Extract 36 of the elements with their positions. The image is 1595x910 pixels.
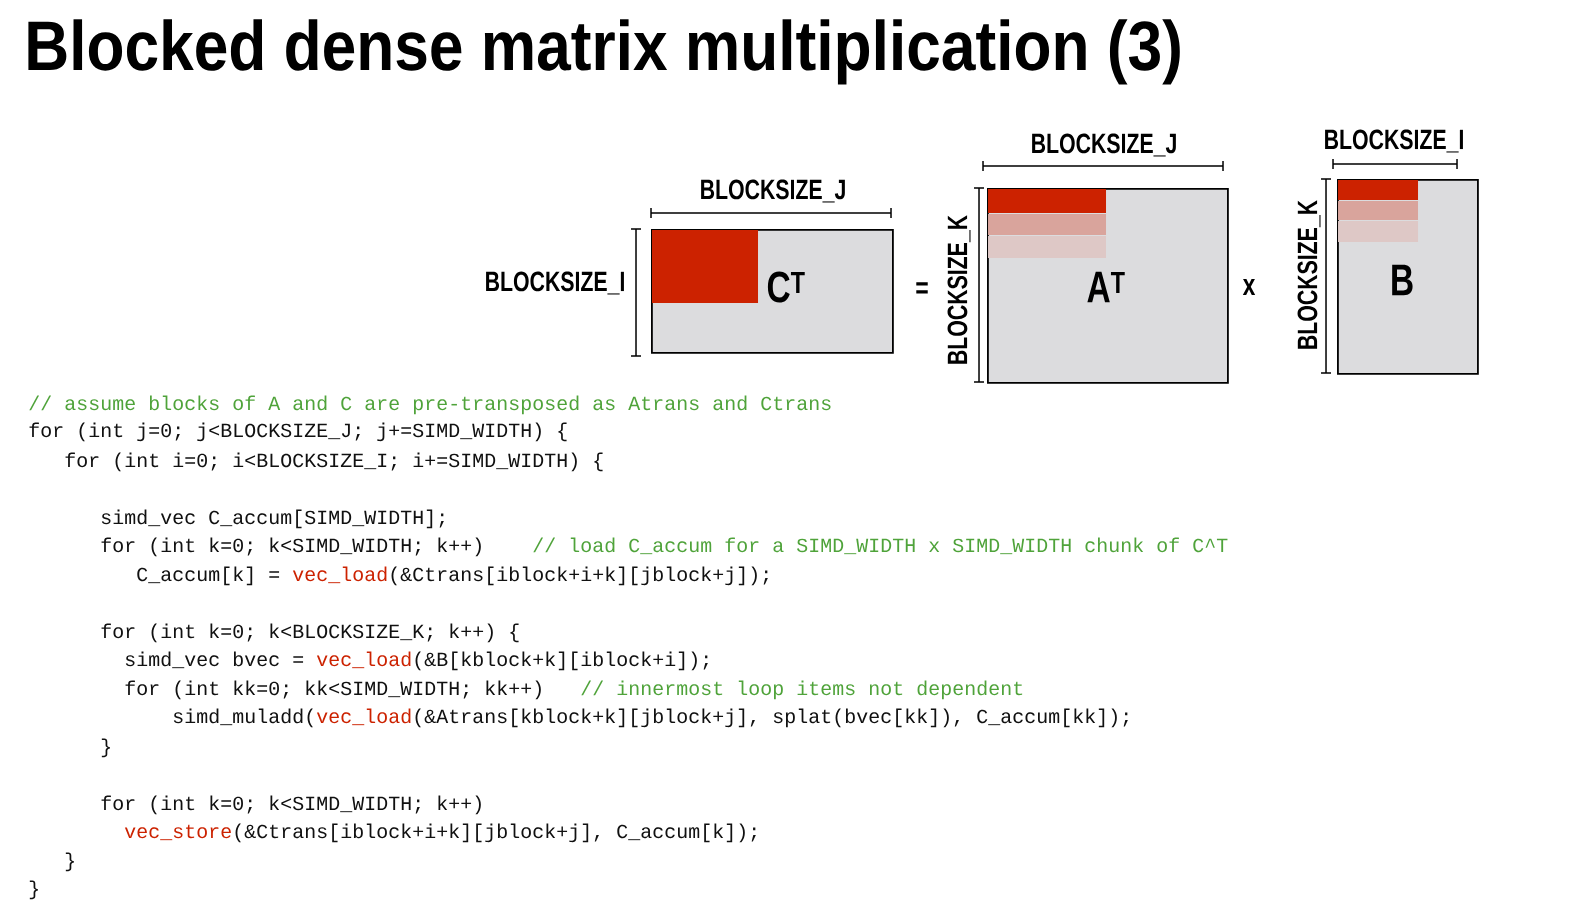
- code-line: for (int k=0; k<SIMD_WIDTH; k++): [101, 537, 481, 557]
- code-line: simd_vec bvec =: [125, 651, 304, 669]
- code-line: for (int i=0; i<BLOCKSIZE_I; i+=SIMD_WIDTH) {: [65, 452, 603, 472]
- code-line: for (int kk=0; kk<SIMD_WIDTH; kk++): [125, 680, 541, 700]
- code-line: simd_vec C_accum[SIMD_WIDTH];: [101, 509, 444, 529]
- dimension-label: BLOCKSIZE_J: [1032, 133, 1176, 157]
- code-comment: // innermost loop items not dependent: [581, 680, 1023, 700]
- code-line: (&B[kblock+k][iblock+i]);: [415, 651, 708, 671]
- matrix-box: B: [1337, 179, 1479, 375]
- dimension-label: BLOCKSIZE_I: [1325, 129, 1463, 153]
- function-name: vec_load: [316, 708, 411, 726]
- code-line: }: [101, 738, 110, 758]
- function-name: vec_load: [292, 566, 387, 584]
- code-line: simd_muladd(: [173, 708, 313, 728]
- function-name: vec_load: [316, 651, 411, 669]
- code-line: for (int k=0; k<SIMD_WIDTH; k++): [101, 795, 481, 815]
- code-comment: // load C_accum for a SIMD_WIDTH x SIMD_WIDTH chunk of C^T: [533, 537, 1228, 555]
- function-name: vec_store: [124, 824, 231, 841]
- dimension-label: BLOCKSIZE_I: [486, 271, 624, 295]
- matrix-box: A$^{T}$: [987, 188, 1229, 384]
- code-line: for (int j=0; j<BLOCKSIZE_J; j+=SIMD_WIDTH) {: [29, 422, 567, 442]
- code-line: (&Atrans[kblock+k][jblock+j], splat(bvec[kk]), C_accum[kk]);: [415, 708, 1128, 728]
- code-comment: // assume blocks of A and C are pre-transposed as Atrans and Ctrans: [29, 395, 831, 415]
- dimension-label: BLOCKSIZE_K: [1297, 200, 1321, 349]
- multiply-sign: x: [1242, 279, 1256, 295]
- code-line: }: [65, 852, 74, 872]
- code-line: (&Ctrans[iblock+i+k][jblock+j]);: [391, 566, 768, 586]
- code-line: C_accum[k] =: [137, 566, 280, 586]
- code-line: for (int k=0; k<BLOCKSIZE_K; k++) {: [101, 623, 519, 643]
- equals-sign: =: [916, 282, 928, 294]
- dimension-label: BLOCKSIZE_J: [701, 179, 845, 203]
- code-line: (&Ctrans[iblock+i+k][jblock+j], C_accum[k]);: [235, 823, 756, 843]
- matrix-box: C$^{T}$: [651, 229, 894, 354]
- slide-title: Blocked dense matrix multiplication (3): [28, 19, 1180, 85]
- dimension-label: BLOCKSIZE_K: [947, 215, 971, 364]
- code-line: }: [29, 880, 38, 900]
